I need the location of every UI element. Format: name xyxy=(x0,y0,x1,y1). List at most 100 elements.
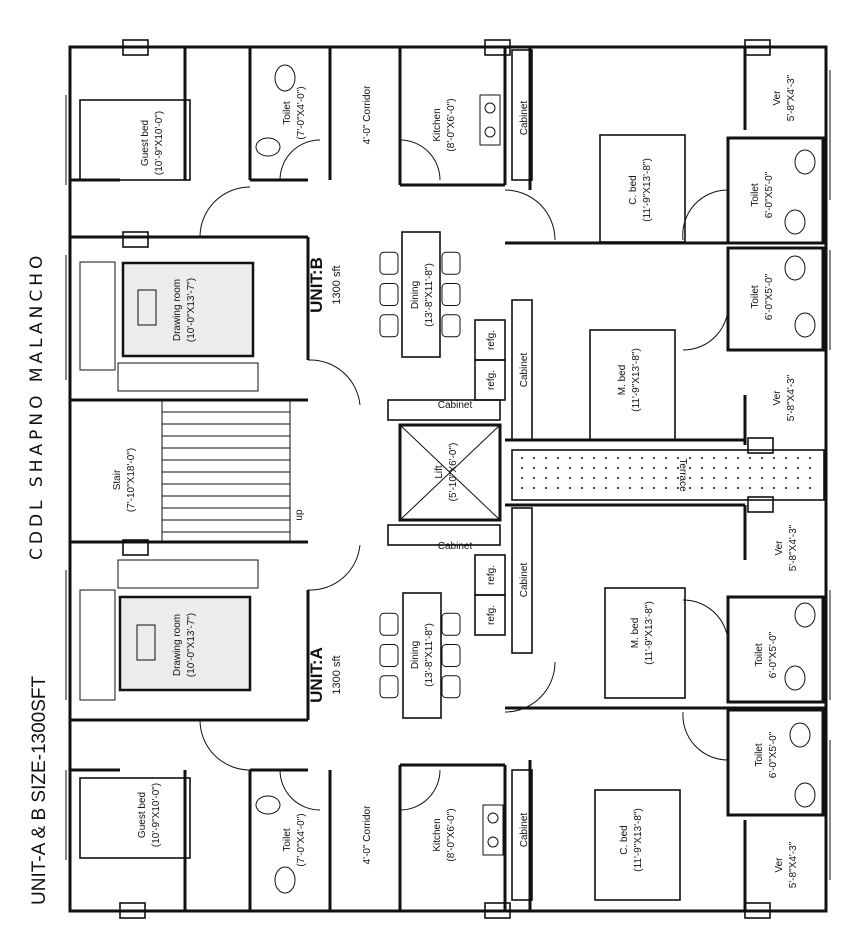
terrace-dot xyxy=(701,457,703,459)
terrace-dot xyxy=(653,477,655,479)
handwritten-note: CDDL SHAPNO MALANCHO xyxy=(27,252,47,560)
bed-unit-b-guest xyxy=(79,99,191,181)
terrace-dot xyxy=(761,477,763,479)
dining-table-a xyxy=(402,592,442,719)
room-a-drawing-size: (10'-0"X13'-7") xyxy=(186,613,197,677)
cabinet-lift-bottom: Cabinet xyxy=(438,541,473,552)
terrace-dot xyxy=(557,477,559,479)
cabinet-lift-top: Cabinet xyxy=(438,400,473,411)
terrace-dot xyxy=(653,487,655,489)
terrace-dot xyxy=(761,467,763,469)
terrace-dot xyxy=(581,467,583,469)
terrace-dot xyxy=(809,467,811,469)
terrace-dot xyxy=(689,477,691,479)
unit-b-name: UNIT:B xyxy=(307,257,326,313)
dining-chair xyxy=(441,283,461,306)
room-a-cabinet-bottom: Cabinet xyxy=(519,813,530,848)
terrace-dot xyxy=(617,457,619,459)
outer-wall xyxy=(68,45,828,913)
terrace-dot xyxy=(773,467,775,469)
terrace-dot xyxy=(557,487,559,489)
dining-chair xyxy=(441,675,461,699)
terrace-dot xyxy=(785,477,787,479)
terrace-dot xyxy=(677,487,679,489)
room-b-m-bed: M. bed xyxy=(617,365,628,396)
room-b-drawing: Drawing room xyxy=(172,279,183,341)
terrace-dot xyxy=(773,477,775,479)
terrace-dot xyxy=(761,457,763,459)
terrace-dot xyxy=(701,477,703,479)
dining-chair xyxy=(379,251,399,275)
terrace-dot xyxy=(665,487,667,489)
terrace-dot xyxy=(581,457,583,459)
terrace-dot xyxy=(713,477,715,479)
page-title: UNIT-A & B SIZE-1300SFT xyxy=(29,675,50,905)
terrace-dot xyxy=(797,487,799,489)
room-b-kitchen: Kitchen xyxy=(432,108,443,141)
terrace-dot xyxy=(641,487,643,489)
room-b-c-bed-size: (11'-9"X13'-8") xyxy=(642,158,653,222)
terrace-dot xyxy=(545,457,547,459)
room-a-c-bed: C. bed xyxy=(619,825,630,854)
terrace-dot xyxy=(533,467,535,469)
terrace-area xyxy=(511,449,825,501)
room-a-kitchen-size: (8'-0"X6'-0") xyxy=(446,808,457,861)
terrace-dot xyxy=(785,457,787,459)
room-b-guest-bed: Guest bed xyxy=(140,120,151,166)
terrace-dot xyxy=(677,457,679,459)
room-a-refg-1: refg. xyxy=(486,565,497,585)
room-b-cabinet-top: Cabinet xyxy=(519,101,530,136)
terrace-dot xyxy=(761,487,763,489)
dining-table-b xyxy=(401,231,441,358)
unit-a-name: UNIT:A xyxy=(307,647,326,703)
room-a-m-bed: M. bed xyxy=(630,618,641,649)
room-b-cabinet-mid: Cabinet xyxy=(519,353,530,388)
terrace-dot xyxy=(593,457,595,459)
room-b-ver-top-size: 5'-8"X4'-3" xyxy=(786,74,797,121)
terrace-dot xyxy=(797,477,799,479)
stair-up-label: up xyxy=(294,509,305,521)
terrace-dot xyxy=(689,457,691,459)
terrace-dot xyxy=(605,477,607,479)
terrace-dot xyxy=(749,457,751,459)
stair-treads xyxy=(162,411,290,533)
terrace-dot xyxy=(749,477,751,479)
terrace-dot xyxy=(725,457,727,459)
room-stair-size: (7'-10"X18'-0") xyxy=(126,448,137,512)
terrace-dot xyxy=(689,467,691,469)
terrace-dot xyxy=(617,487,619,489)
terrace-dot xyxy=(737,487,739,489)
terrace-dot xyxy=(737,467,739,469)
room-b-ver-top: Ver xyxy=(772,90,783,106)
terrace-dot xyxy=(533,487,535,489)
room-a-guest-bed: Guest bed xyxy=(137,792,148,838)
room-a-dining-size: (13'-8"X11'-8") xyxy=(424,623,435,687)
bed-unit-a-c xyxy=(594,789,681,901)
unit-b-area: 1300 sft xyxy=(331,265,343,304)
terrace-dot xyxy=(713,487,715,489)
terrace-dot xyxy=(701,467,703,469)
terrace-dot xyxy=(725,487,727,489)
room-a-kitchen: Kitchen xyxy=(432,818,443,851)
room-a-toilet-2-size: 6'-0"X5'-0" xyxy=(768,731,779,778)
dining-chair xyxy=(441,314,461,338)
room-b-corridor: 4'-0" Corridor xyxy=(362,85,373,144)
room-b-toilet-small: Toilet xyxy=(282,101,293,125)
terrace-dot xyxy=(797,467,799,469)
terrace-dot xyxy=(737,477,739,479)
lift-shaft xyxy=(398,423,502,522)
terrace-dot xyxy=(809,457,811,459)
bed-unit-b-c xyxy=(599,134,686,243)
room-b-m-bed-size: (11'-9"X13'-8") xyxy=(631,348,642,412)
room-b-refg-1: refg. xyxy=(486,330,497,350)
terrace-dot xyxy=(665,477,667,479)
terrace-dot xyxy=(605,467,607,469)
terrace-dot xyxy=(605,457,607,459)
terrace-dot xyxy=(809,477,811,479)
room-a-toilet-2: Toilet xyxy=(754,743,765,767)
room-b-toilet-2-size: 6'-0"X5'-0" xyxy=(764,273,775,320)
dining-chair xyxy=(441,644,461,667)
terrace-dot xyxy=(713,457,715,459)
room-a-toilet-small-size: (7'-0"X4'-0") xyxy=(296,813,307,866)
